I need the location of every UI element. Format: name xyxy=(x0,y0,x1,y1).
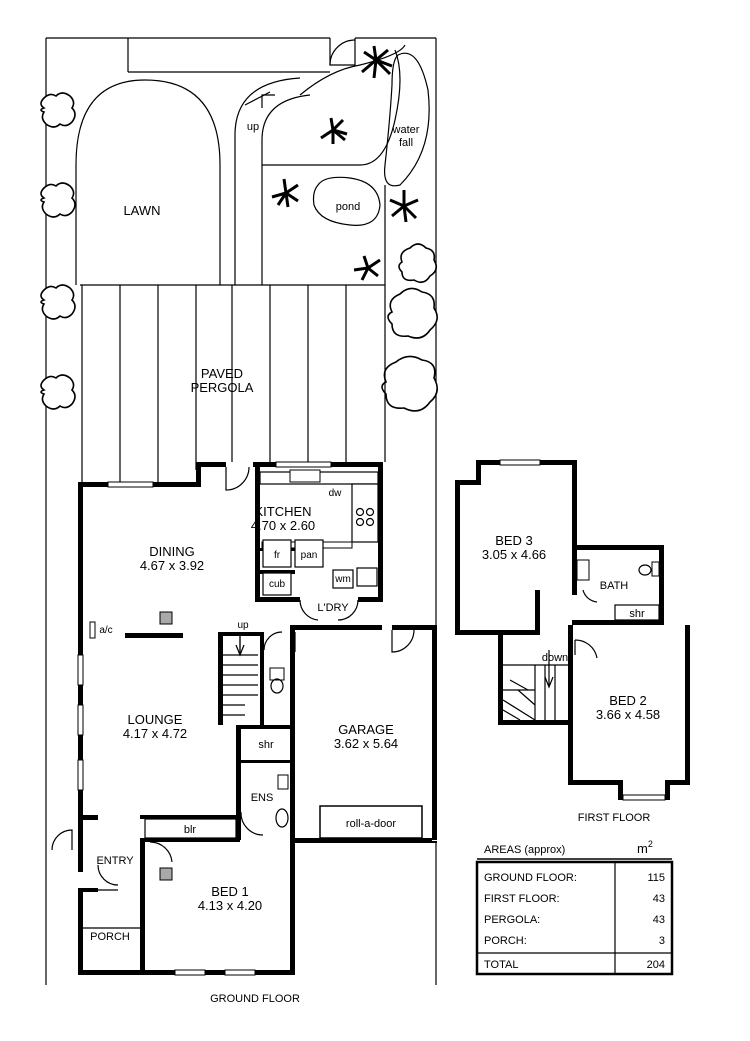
garage-label: GARAGE xyxy=(338,722,394,737)
palm-icon xyxy=(353,255,381,281)
tree-icon xyxy=(40,284,76,320)
stairs-down-label: down xyxy=(542,652,568,664)
boiler-label: blr xyxy=(184,824,197,836)
pergola-label-2: PERGOLA xyxy=(191,380,254,395)
area-row-value: 3 xyxy=(659,935,665,947)
palm-icon xyxy=(320,117,348,144)
tree-icon xyxy=(40,374,76,410)
site-garden xyxy=(40,37,438,985)
waterfall-label: water xyxy=(392,124,420,136)
bed3-label: BED 3 xyxy=(495,533,533,548)
tree-icon xyxy=(398,243,438,284)
areas-unit: m2 xyxy=(637,839,653,856)
stairs-up-label: up xyxy=(237,620,249,631)
palm-icon xyxy=(389,190,419,223)
palm-icon xyxy=(271,178,299,208)
bed2-label: BED 2 xyxy=(609,693,647,708)
garden-up-label: up xyxy=(247,121,259,133)
washing-machine-label: wm xyxy=(334,574,351,585)
garage-dimensions: 3.62 x 5.64 xyxy=(334,736,398,751)
area-total-label: TOTAL xyxy=(484,959,518,971)
porch-label: PORCH xyxy=(90,931,130,943)
kitchen-label: KITCHEN xyxy=(254,504,311,519)
fridge-label: fr xyxy=(274,550,281,561)
lounge-label: LOUNGE xyxy=(128,712,183,727)
area-row-label: PERGOLA: xyxy=(484,914,540,926)
bed2-dimensions: 3.66 x 4.58 xyxy=(596,707,660,722)
areas-table: AREAS (approx) m2 GROUND FLOOR: 115 FIRS… xyxy=(475,839,674,976)
tree-icon xyxy=(40,182,76,218)
waterfall-label-2: fall xyxy=(399,137,413,149)
lounge-dimensions: 4.17 x 4.72 xyxy=(123,726,187,741)
lawn-label: LAWN xyxy=(123,203,160,218)
area-row-label: PORCH: xyxy=(484,935,527,947)
stairs xyxy=(223,632,258,716)
areas-unit-sup: 2 xyxy=(648,839,653,849)
areas-unit-base: m xyxy=(637,841,648,856)
bed1-dimensions: 4.13 x 4.20 xyxy=(198,898,262,913)
area-row-value: 43 xyxy=(653,914,665,926)
roll-a-door-label: roll-a-door xyxy=(346,818,396,830)
first-floor-title: FIRST FLOOR xyxy=(578,812,651,824)
ensuite-label: ENS xyxy=(251,792,274,804)
pantry-label: pan xyxy=(301,550,318,561)
cupboard-label: cub xyxy=(269,579,286,590)
ground-floor-labels: LAWN up water fall pond PAVED PERGOLA KI… xyxy=(90,121,420,1005)
first-floor-walls xyxy=(455,459,690,801)
area-row-value: 43 xyxy=(653,893,665,905)
dining-label: DINING xyxy=(149,544,195,559)
area-row-value: 115 xyxy=(647,872,665,884)
tree-icon xyxy=(40,92,76,128)
palm-icon xyxy=(361,45,393,79)
dishwasher-label: dw xyxy=(329,488,343,499)
area-row-label: GROUND FLOOR: xyxy=(484,872,577,884)
tree-icon xyxy=(387,287,438,339)
ground-floor-walls xyxy=(51,461,437,976)
area-row-label: FIRST FLOOR: xyxy=(484,893,560,905)
bed3-dimensions: 3.05 x 4.66 xyxy=(482,547,546,562)
ensuite-shower-label: shr xyxy=(258,739,274,751)
bed1-label: BED 1 xyxy=(211,884,249,899)
pergola xyxy=(80,284,386,482)
bath-label: BATH xyxy=(600,580,629,592)
first-floor-labels: BED 3 3.05 x 4.66 BATH shr down BED 2 3.… xyxy=(482,533,660,824)
ground-floor-title: GROUND FLOOR xyxy=(210,993,300,1005)
bath-shower-label: shr xyxy=(629,608,645,620)
tree-icon xyxy=(381,355,438,412)
pond-label: pond xyxy=(336,201,360,213)
entry-label: ENTRY xyxy=(96,855,134,867)
areas-heading: AREAS (approx) xyxy=(484,844,565,856)
pergola-label: PAVED xyxy=(201,366,243,381)
laundry-label: L'DRY xyxy=(317,602,349,614)
kitchen-dimensions: 4.70 x 2.60 xyxy=(251,518,315,533)
ac-label: a/c xyxy=(99,625,112,636)
dining-dimensions: 4.67 x 3.92 xyxy=(140,558,204,573)
area-total-value: 204 xyxy=(647,959,665,971)
